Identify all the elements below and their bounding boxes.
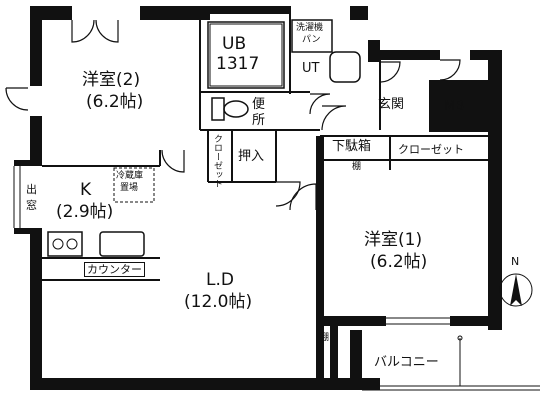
bathtub <box>207 21 285 89</box>
oshiire-label: 押入 <box>238 149 265 164</box>
toilet-bowl <box>223 100 249 118</box>
walls <box>14 6 502 390</box>
shelf-label-1: 棚 <box>352 162 362 172</box>
window-label-1: 出 <box>26 183 37 196</box>
shoe-cabinet-label: 下駄箱 <box>332 139 372 154</box>
fridge-label-2: 置場 <box>120 183 139 193</box>
room-ub-size: 1317 <box>216 54 260 74</box>
counter-label: カウンター <box>84 262 145 277</box>
room-ld-name: L.D <box>206 270 234 290</box>
room-kitchen-name: K <box>80 180 92 200</box>
room-western-1-name: 洋室(1) <box>364 230 423 250</box>
window-label-2: 窓 <box>26 199 37 212</box>
toilet-label-2: 所 <box>252 113 266 128</box>
room-western-2-size: (6.2帖) <box>86 92 144 112</box>
fridge-space <box>113 167 155 203</box>
wash-basin <box>329 51 361 83</box>
washer-label-2: パン <box>302 35 321 45</box>
room-ld-size: (12.0帖) <box>184 292 253 312</box>
room-western-1-size: (6.2帖) <box>370 252 428 272</box>
washer-label-1: 洗濯機 <box>296 23 324 33</box>
ut-label: UT <box>302 61 320 76</box>
fridge-label-1: 冷蔵庫 <box>116 171 144 181</box>
stove <box>47 231 83 257</box>
closet-label: クローゼット <box>398 143 464 156</box>
entrance-label: 玄関 <box>378 97 405 112</box>
door-swings <box>5 19 461 211</box>
washer-pan <box>291 19 333 53</box>
room-western-2-name: 洋室(2) <box>82 70 141 90</box>
north-label: N <box>511 255 520 268</box>
mb-label: MB <box>444 99 465 114</box>
closet-vertical-label: クローゼット <box>212 134 222 188</box>
room-kitchen-size: (2.9帖) <box>56 202 114 222</box>
shelf-label-2: 棚 <box>320 333 330 343</box>
balcony-label: バルコニー <box>374 355 439 370</box>
kitchen-sink <box>99 231 145 257</box>
toilet-label-1: 便 <box>252 97 266 112</box>
room-ub-name: UB <box>222 34 247 54</box>
north-arrow <box>499 273 533 307</box>
